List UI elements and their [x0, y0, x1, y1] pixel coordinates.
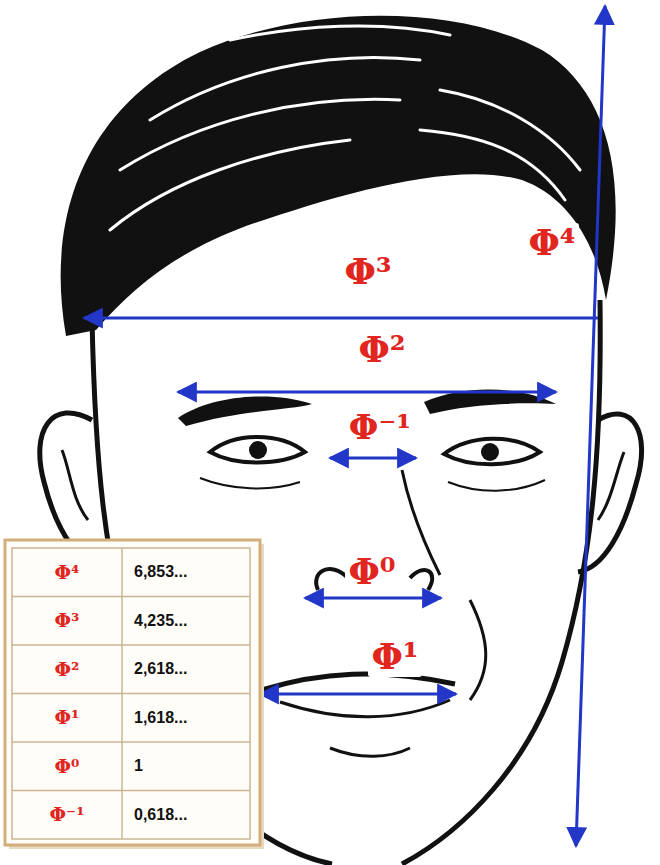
nose-bridge	[402, 470, 440, 575]
ratio-label: Φ⁻¹	[346, 409, 414, 446]
left-nostril	[316, 569, 348, 590]
table-value-cell: 4,235...	[134, 612, 187, 630]
right-ear-inner	[598, 452, 624, 520]
table-value-cell: 6,853...	[134, 563, 187, 581]
table-power-cell: Φ²	[55, 659, 80, 680]
forehead-line	[84, 317, 598, 320]
left-ear-inner	[62, 450, 88, 520]
table-power-cell: Φ³	[55, 610, 80, 631]
ratio-label: Φ²	[355, 330, 408, 370]
table-frame	[5, 540, 260, 845]
left-eye-crease	[200, 478, 300, 488]
right-pupil	[481, 443, 499, 461]
left-eye	[210, 437, 305, 463]
ratio-label: Φ¹	[368, 637, 421, 677]
left-eyebrow	[178, 396, 312, 426]
table-grid	[12, 548, 250, 839]
table-power-cell: Φ⁰	[55, 756, 80, 777]
lower-lip	[280, 700, 450, 717]
cheek-line	[470, 600, 486, 700]
measure-lines	[84, 6, 605, 846]
upper-lip	[262, 674, 455, 690]
height-line	[576, 6, 605, 846]
ratio-label: Φ⁰	[345, 552, 398, 592]
right-eye	[444, 439, 540, 465]
table-value-cell: 0,618...	[134, 806, 187, 824]
right-nostril	[410, 570, 432, 590]
table-value-cell: 1,618...	[134, 709, 187, 727]
right-eye-crease	[448, 480, 545, 491]
table-value-cell: 2,618...	[134, 660, 187, 678]
left-pupil	[249, 441, 267, 459]
hair-strands	[110, 26, 580, 230]
face-outline-right	[402, 300, 600, 864]
eye-gap-line	[330, 457, 416, 460]
hair	[61, 16, 616, 336]
table-power-cell: Φ¹	[55, 707, 80, 728]
table-power-cell: Φ⁴	[55, 562, 80, 583]
mouth-line	[260, 693, 456, 696]
ratio-label: Φ³	[341, 252, 394, 292]
ratio-label: Φ⁴	[525, 223, 578, 263]
brow-line	[178, 391, 556, 394]
nose-line	[305, 597, 441, 600]
table-power-cell: Φ⁻¹	[50, 804, 85, 825]
table-value-cell: 1	[134, 757, 143, 775]
chin-line	[330, 748, 410, 756]
